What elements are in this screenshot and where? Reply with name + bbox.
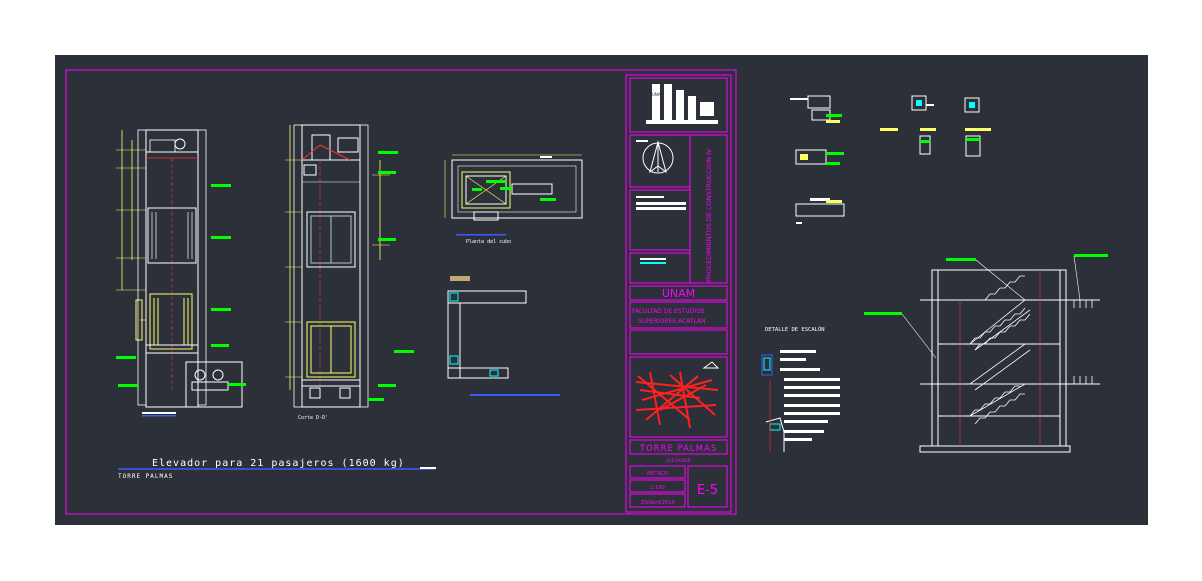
unam-logo: UNAM	[646, 84, 718, 124]
title-block: UNAM PROCEDIMIENTOS DE CONSTRUCCION IV U…	[625, 74, 732, 513]
faculty-line-1: FACULTAD DE ESTUDIOS	[632, 308, 705, 315]
course-vertical-text: PROCEDIMIENTOS DE CONSTRUCCION IV	[705, 148, 713, 282]
units-text: METROS	[647, 471, 668, 477]
sheet-frame	[65, 69, 737, 515]
stair-detail-title: DETALLE DE ESCALÓN	[765, 326, 825, 333]
project-name: TORRE PALMAS	[639, 444, 717, 454]
left-sheet-background	[55, 55, 730, 525]
drawing-name: ELEVADOR	[666, 458, 690, 464]
elevator-section-left	[116, 129, 246, 417]
small-details-top	[790, 95, 991, 224]
institution-text: UNAM	[662, 287, 695, 300]
faculty-line-2: SUPERIORES ACATLAN	[638, 318, 706, 325]
north-arrow-icon	[642, 140, 674, 174]
stair-step-detail: DETALLE DE ESCALÓN	[761, 326, 840, 452]
sheet-title: Elevador para 21 pasajeros (1600 kg)	[152, 458, 405, 469]
section-label: Corte D-D'	[298, 415, 328, 421]
l-wall-detail	[447, 276, 560, 396]
shaft-plan-view: Planta del cubo	[444, 154, 583, 245]
scale-text: 1:100	[650, 485, 664, 491]
project-sketch-image	[635, 371, 719, 429]
sheet-number: E-5	[697, 483, 718, 498]
date-text: 20/Abril/2014	[641, 500, 675, 506]
right-sheet-background	[730, 55, 1148, 525]
staircase-section	[864, 254, 1108, 453]
logo-text: UNAM	[652, 92, 665, 97]
plan-label: Planta del cubo	[466, 239, 511, 245]
elevator-section-middle: Corte D-D'	[285, 124, 414, 421]
sheet-subtitle: TORRE PALMAS	[118, 473, 173, 480]
